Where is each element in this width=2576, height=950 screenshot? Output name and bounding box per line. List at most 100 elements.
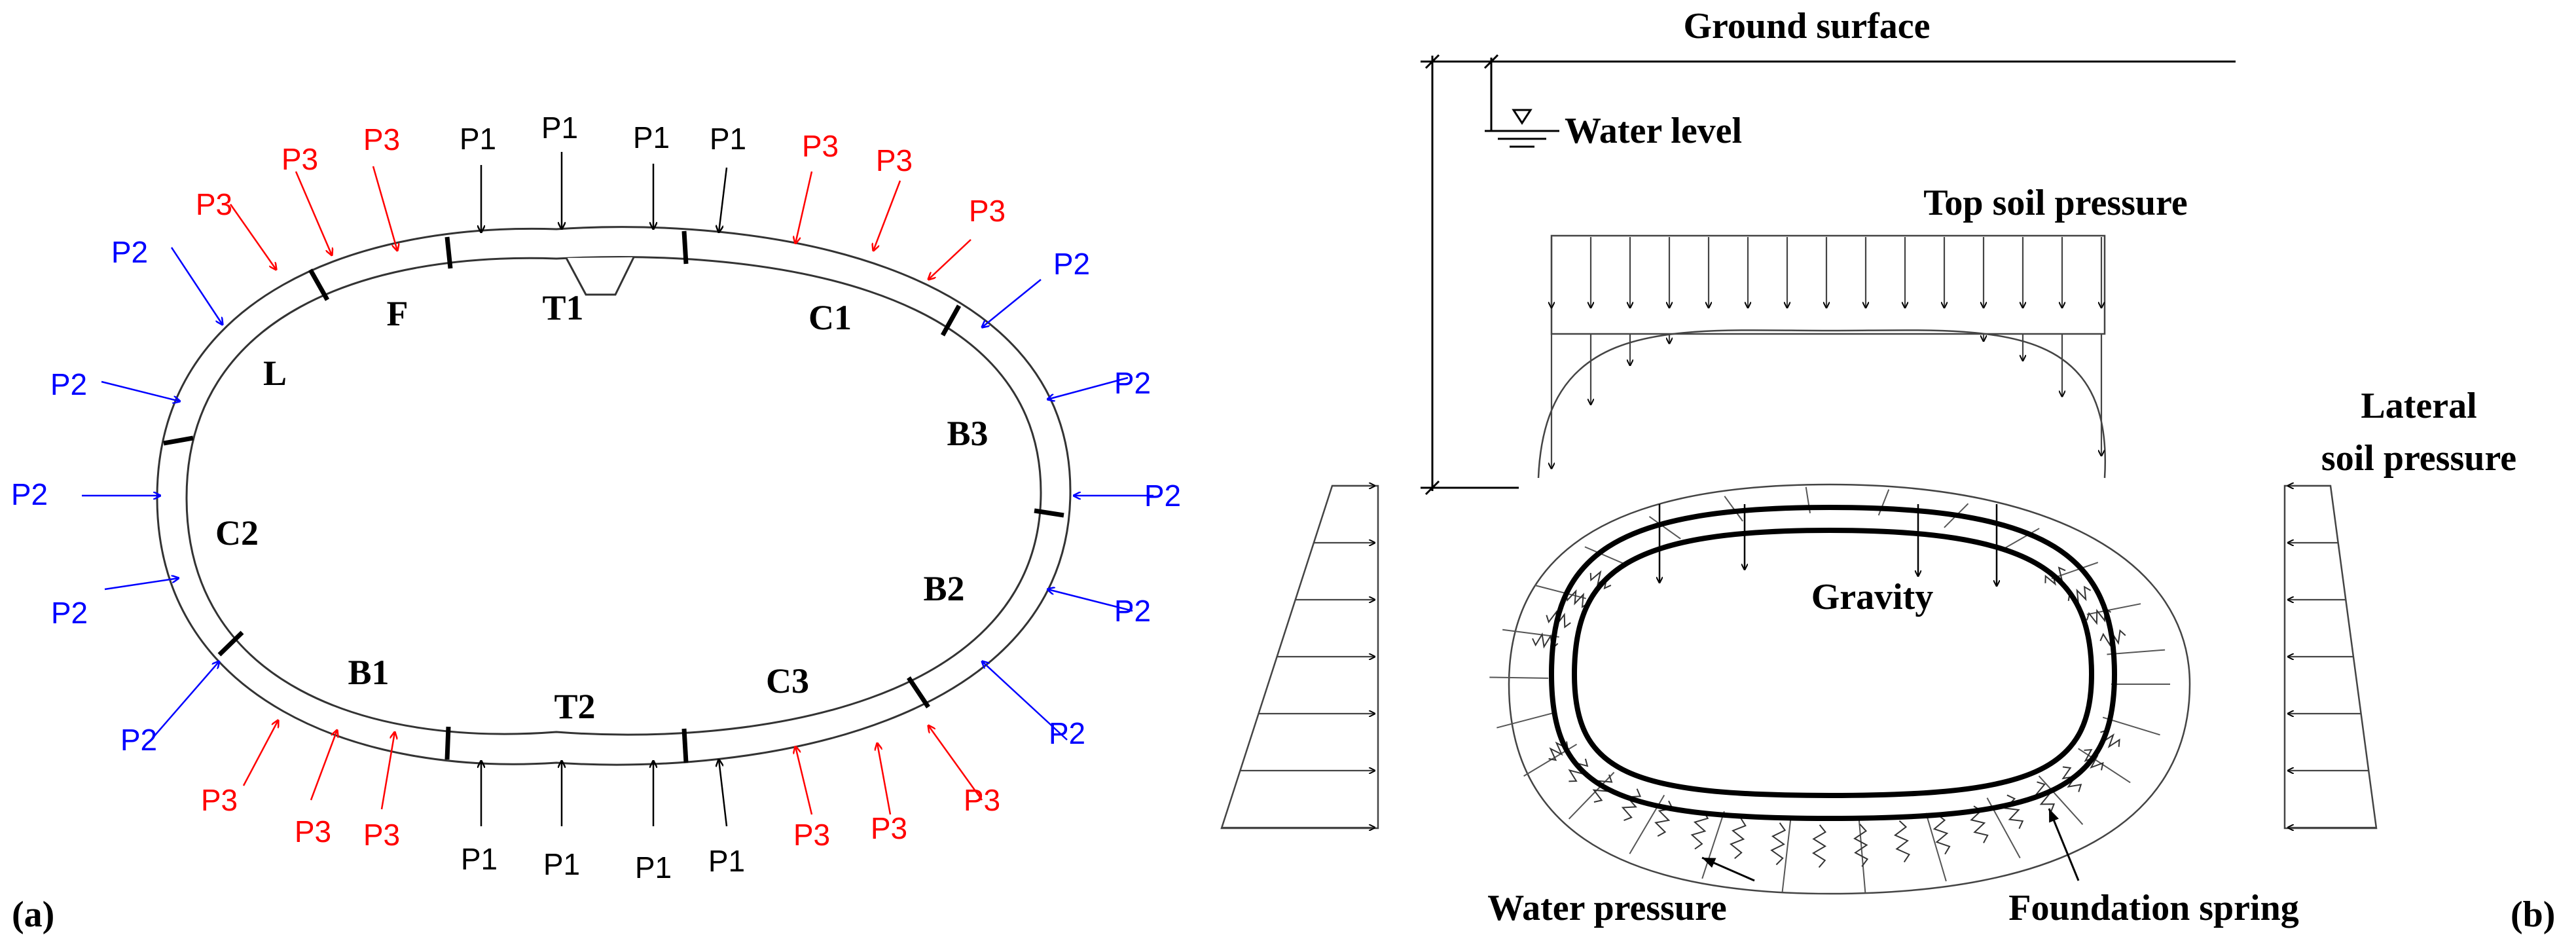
load-label-p3: P3 bbox=[196, 187, 232, 221]
load-label-p2: P2 bbox=[11, 477, 48, 511]
lateral-arrows-left bbox=[1222, 486, 1375, 828]
load-label-p2: P2 bbox=[1049, 716, 1085, 750]
load-label-p3: P3 bbox=[964, 783, 1000, 817]
foundation-spring bbox=[1770, 822, 1787, 866]
load-arrow-p3 bbox=[928, 725, 983, 801]
pressure-radial-line bbox=[2107, 649, 2166, 655]
load-arrow-p2 bbox=[101, 380, 180, 401]
load-arrow-p3 bbox=[295, 171, 332, 255]
pressure-radial-line bbox=[2086, 603, 2141, 615]
segment-label-t2: T2 bbox=[554, 687, 595, 726]
water-pressure-label: Water pressure bbox=[1487, 888, 1727, 928]
load-arrow-p3 bbox=[372, 166, 397, 251]
top-soil-pressure-label: Top soil pressure bbox=[1923, 183, 2188, 223]
panel-b-tag: (b) bbox=[2511, 894, 2555, 935]
top-soil-pressure-box bbox=[1550, 234, 2106, 335]
pressure-radial-line bbox=[1568, 771, 1615, 820]
load-arrow-p2 bbox=[170, 247, 223, 325]
load-arrow-p2 bbox=[982, 279, 1042, 327]
load-arrow-p3 bbox=[795, 746, 813, 815]
load-arrow-p2 bbox=[1047, 589, 1133, 612]
load-label-p2: P2 bbox=[120, 723, 157, 757]
pressure-radial-line bbox=[1534, 585, 1586, 600]
tunnel-lining-outer bbox=[1548, 504, 2118, 822]
load-label-p2: P2 bbox=[1114, 366, 1151, 400]
load-label-p3: P3 bbox=[201, 783, 238, 817]
foundation-spring bbox=[1621, 788, 1642, 822]
load-label-p3: P3 bbox=[969, 194, 1006, 228]
lateral-soil-pressure-label-2: soil pressure bbox=[2321, 438, 2516, 479]
arch-pressure-arrows bbox=[1551, 334, 2101, 469]
load-label-p1: P1 bbox=[633, 120, 670, 155]
foundation-spring bbox=[1932, 814, 1951, 855]
load-label-p2: P2 bbox=[51, 596, 88, 630]
segment-label-c1: C1 bbox=[808, 298, 852, 337]
load-label-p1: P1 bbox=[710, 122, 746, 156]
load-label-p2: P2 bbox=[50, 367, 87, 401]
pressure-radial-line bbox=[2078, 748, 2131, 784]
load-label-p2: P2 bbox=[1144, 479, 1181, 513]
load-arrow-p3 bbox=[310, 730, 337, 801]
load-label-p1: P1 bbox=[541, 111, 578, 145]
pressure-radial-line bbox=[1925, 813, 1947, 882]
pressure-radial-line bbox=[1878, 489, 1890, 516]
foundation-spring bbox=[1893, 820, 1910, 863]
ground-surface-label: Ground surface bbox=[1684, 6, 1931, 46]
load-label-p3: P3 bbox=[802, 129, 839, 163]
segment-joints bbox=[163, 230, 1064, 763]
load-label-p1: P1 bbox=[461, 842, 498, 876]
water-level-icon bbox=[1485, 109, 1559, 148]
load-label-p3: P3 bbox=[363, 122, 400, 156]
load-label-p3: P3 bbox=[876, 143, 913, 177]
load-label-p1: P1 bbox=[708, 844, 745, 878]
pressure-radial-line bbox=[2051, 562, 2099, 579]
lining-outer bbox=[156, 226, 1072, 766]
pressure-radial-line bbox=[1584, 546, 1628, 566]
top-soil-pressure-arrows bbox=[1551, 237, 2101, 308]
load-arrow-p3 bbox=[380, 732, 395, 810]
segment-label-f: F bbox=[387, 294, 408, 333]
load-arrow-p3 bbox=[928, 239, 971, 280]
foundation-spring bbox=[2004, 794, 2024, 830]
water-pressure-leader bbox=[1701, 856, 1755, 882]
load-arrow-p2 bbox=[153, 661, 219, 737]
foundation-spring bbox=[1812, 824, 1827, 868]
gravity-label: Gravity bbox=[1811, 577, 1934, 617]
foundation-spring bbox=[1729, 817, 1747, 860]
foundation-spring bbox=[1853, 824, 1869, 868]
foundation-spring bbox=[1589, 570, 1612, 590]
load-arrow-p3 bbox=[242, 720, 278, 786]
load-arrow-p1 bbox=[719, 167, 728, 232]
load-arrow-p1 bbox=[719, 759, 728, 827]
load-label-p3: P3 bbox=[793, 818, 830, 852]
panel-a-tag: (a) bbox=[12, 894, 54, 935]
load-arrow-p2 bbox=[104, 578, 179, 591]
load-arrow-p3 bbox=[229, 204, 276, 270]
pressure-radial-line bbox=[1489, 676, 1549, 679]
load-label-p3: P3 bbox=[295, 814, 331, 849]
segment-label-t1: T1 bbox=[542, 288, 583, 327]
top-pressure-arch bbox=[1537, 329, 2107, 479]
pressure-radial-line bbox=[2038, 775, 2084, 825]
lateral-arrows-right bbox=[2288, 486, 2376, 828]
segment-label-b2: B2 bbox=[923, 569, 964, 608]
panel-b: Water level Ground surface Top soil pres… bbox=[1220, 6, 2555, 935]
load-label-p2: P2 bbox=[1114, 594, 1151, 628]
foundation-spring bbox=[1565, 589, 1589, 608]
tunnel-lining-inner bbox=[1571, 527, 2095, 799]
foundation-spring-leader bbox=[2048, 808, 2080, 881]
pressure-radial-line bbox=[1648, 516, 1681, 539]
load-label-p3: P3 bbox=[871, 811, 907, 845]
lateral-soil-pressure-label-1: Lateral bbox=[2361, 386, 2476, 426]
water-level-label: Water level bbox=[1565, 111, 1742, 151]
pressure-radial-line bbox=[1502, 629, 1559, 638]
load-arrow-p3 bbox=[877, 743, 892, 815]
pressure-radial-line bbox=[1497, 712, 1555, 729]
segment-label-c3: C3 bbox=[766, 661, 809, 701]
load-arrow-p2 bbox=[982, 661, 1068, 740]
load-label-p1: P1 bbox=[460, 122, 496, 156]
foundation-spring bbox=[1690, 810, 1709, 850]
